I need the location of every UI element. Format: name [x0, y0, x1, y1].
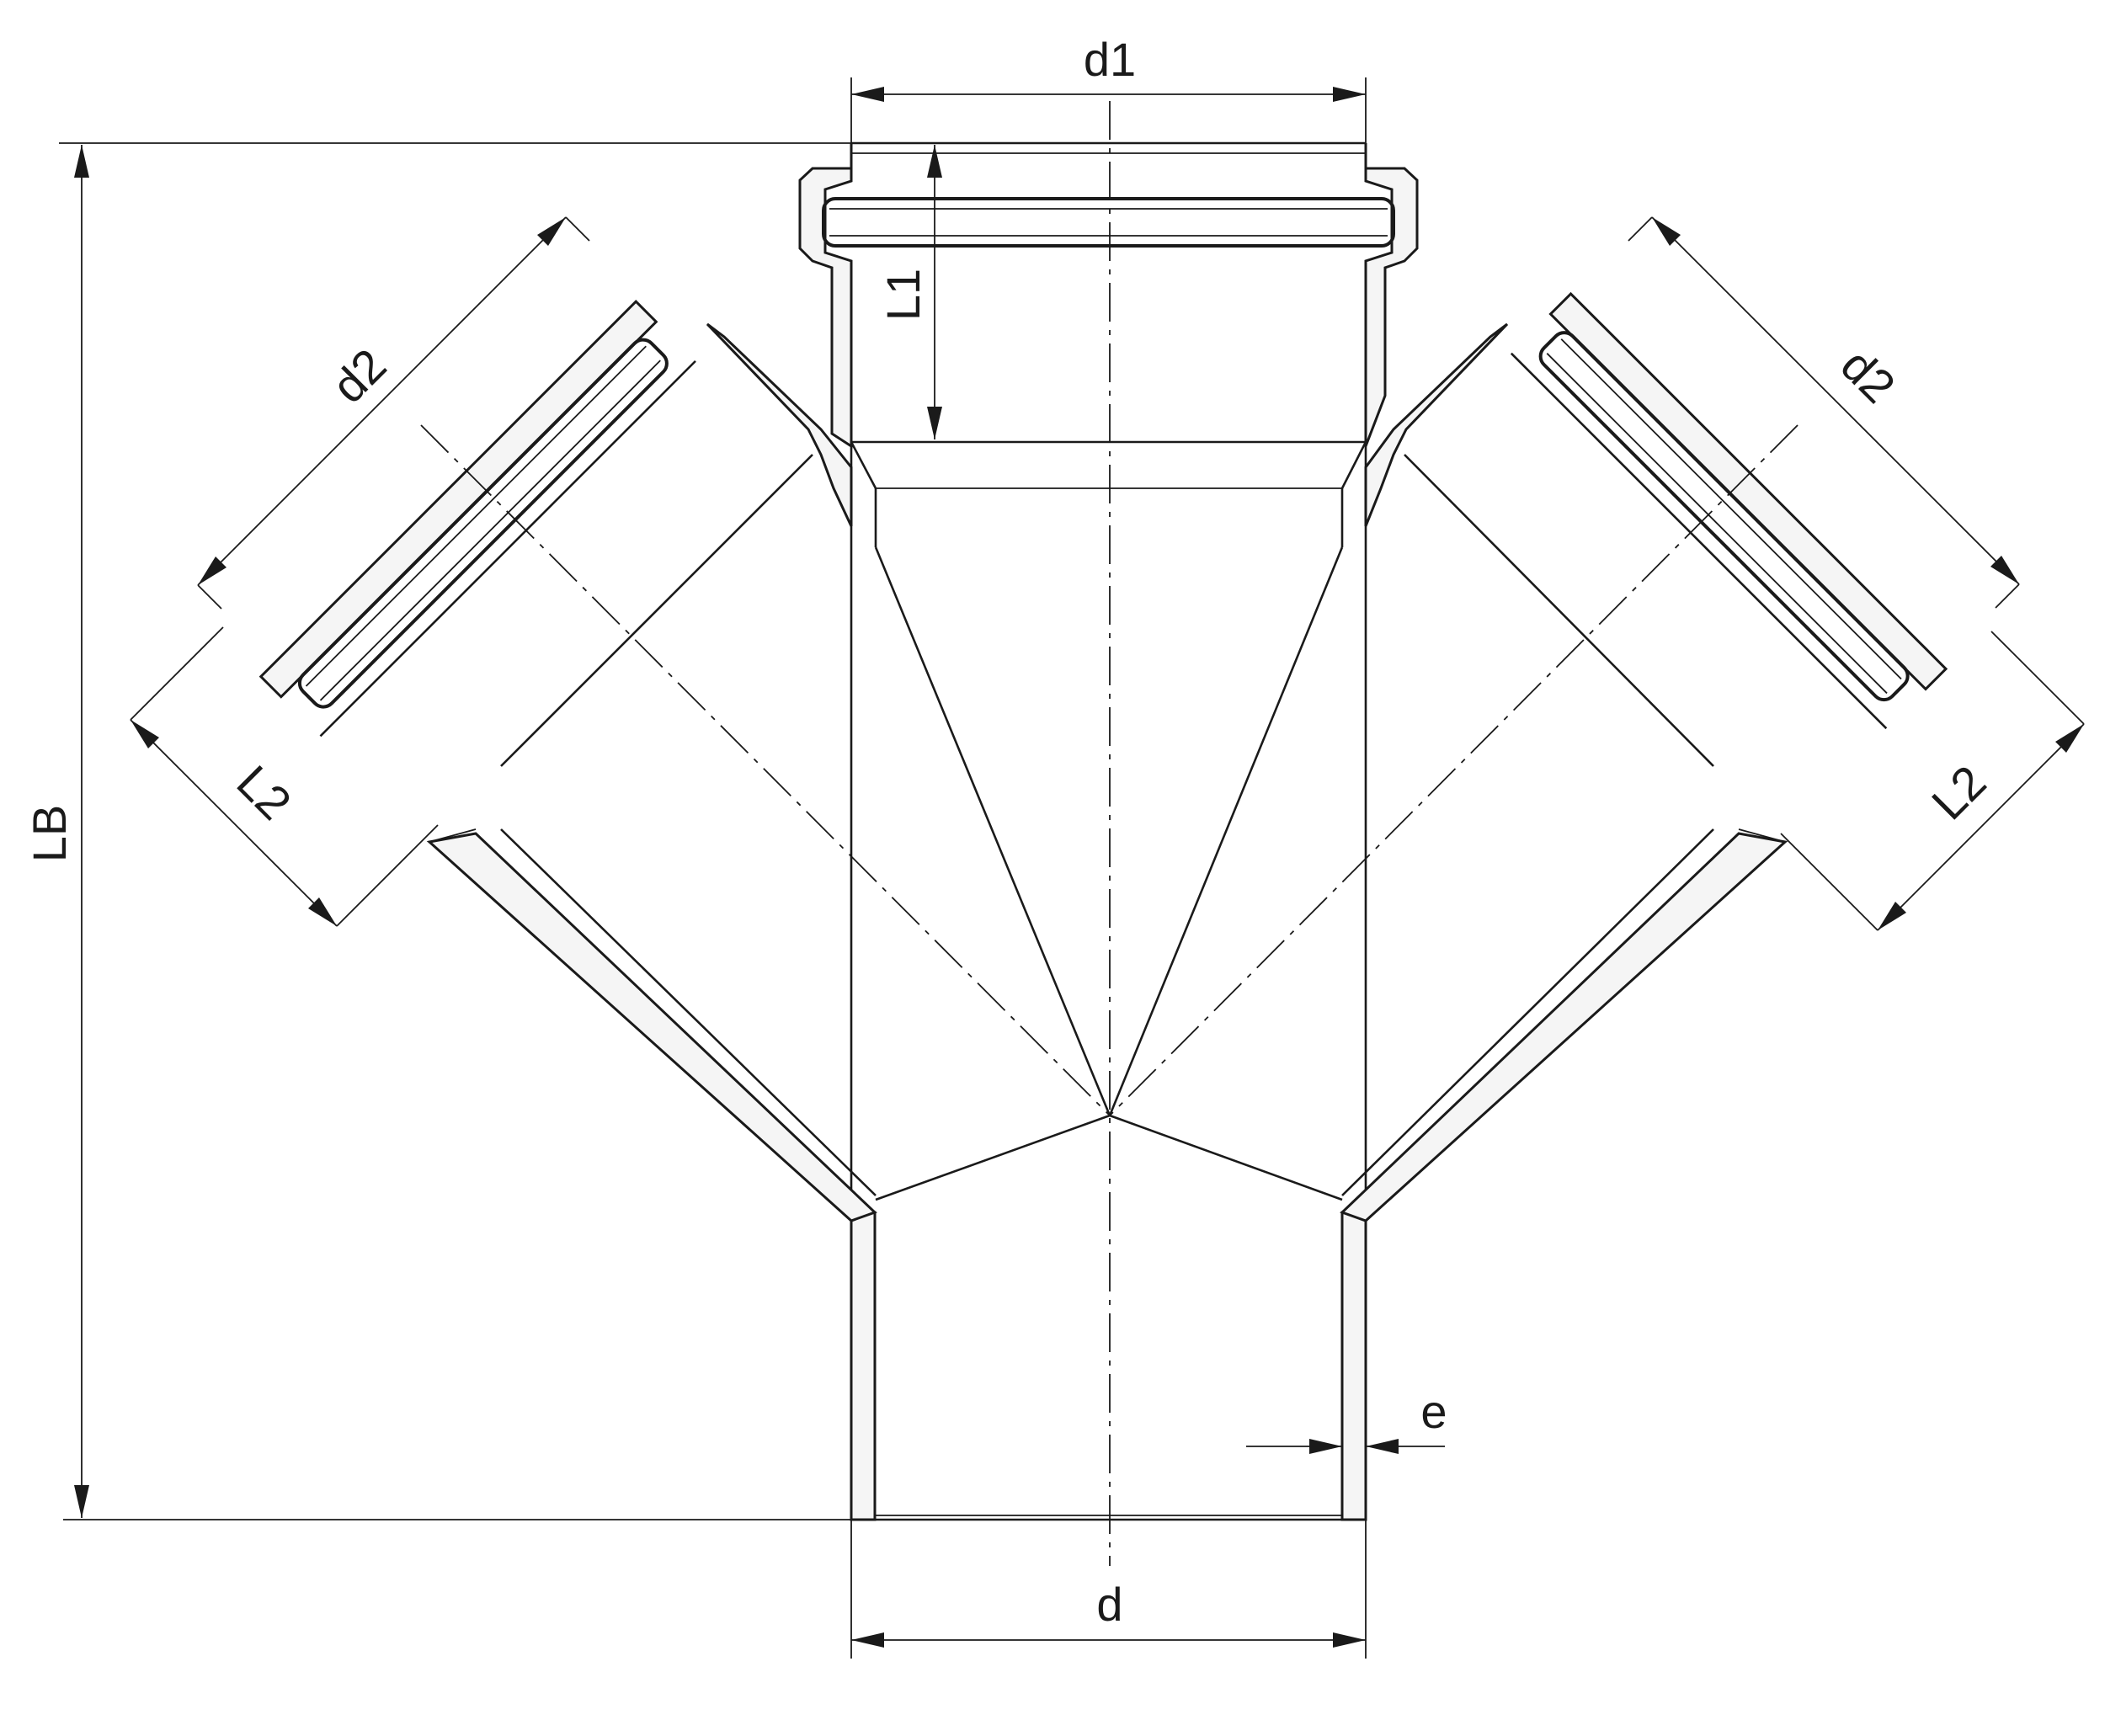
- extension-line: [130, 626, 224, 721]
- dimension-e: e: [1246, 1385, 1447, 1454]
- arrowhead: [537, 217, 566, 246]
- right-branch-upper-wall: [1364, 322, 1509, 527]
- right-socket-inner-line: [1510, 352, 1888, 730]
- top-sealing-ring: [822, 197, 1395, 248]
- dimension-line: [197, 216, 567, 586]
- main-body: [426, 322, 1788, 1222]
- label-d: d: [1096, 1578, 1122, 1631]
- arrowhead: [308, 897, 337, 926]
- arrowhead: [851, 87, 884, 102]
- dimension-L1: L1: [877, 145, 942, 439]
- intersection-line: [1109, 1114, 1343, 1201]
- dimension-line: [1877, 723, 2085, 931]
- arrowhead: [1333, 1632, 1366, 1648]
- right-branch-lower-wall: [1340, 832, 1788, 1222]
- label-d1: d1: [1084, 33, 1136, 86]
- dimension-d: d: [850, 1520, 1367, 1659]
- right-branch-step: [1738, 828, 1786, 843]
- left-branch-step: [429, 828, 477, 843]
- extension-line: [197, 584, 222, 610]
- ring-detail-line: [319, 359, 661, 701]
- left-branch-inner-upper: [500, 454, 813, 767]
- arrowhead: [74, 1485, 89, 1518]
- socket-taper-right: [1340, 441, 1367, 489]
- ring-detail-line: [1546, 353, 1888, 695]
- extension-line: [1628, 216, 1653, 242]
- arrowhead: [198, 556, 226, 585]
- arrowhead: [1333, 87, 1366, 102]
- extension-line: [1780, 833, 1879, 931]
- left-sealing-ring: [297, 338, 669, 709]
- ring-detail-line: [1560, 338, 1902, 680]
- intersection-line: [1108, 546, 1344, 1116]
- ring-detail-line: [305, 345, 647, 687]
- top-socket: [798, 141, 1419, 489]
- intersection-line: [875, 1114, 1111, 1201]
- label-L2-right: L2: [1921, 755, 1996, 830]
- right-branch-inner-upper: [1404, 454, 1714, 767]
- dimension-line: [130, 719, 338, 927]
- extension-line: [1995, 583, 2020, 609]
- dimension-line: [1651, 216, 2020, 585]
- center-lines: [420, 101, 1799, 1566]
- arrowhead: [1309, 1439, 1342, 1454]
- label-L1: L1: [877, 269, 930, 321]
- bottom-left-wall: [850, 1211, 877, 1521]
- socket-taper-left: [850, 441, 877, 489]
- label-d2-left: d2: [322, 338, 397, 413]
- arrowhead: [1652, 217, 1681, 246]
- arrowhead: [927, 407, 942, 439]
- left-branch-socket: [258, 300, 696, 738]
- right-branch-center-line: [1109, 424, 1799, 1116]
- intersection-line: [874, 546, 1111, 1116]
- left-branch-inner-lower: [500, 828, 877, 1196]
- bottom-spigot: [850, 1211, 1367, 1521]
- arrowhead: [1366, 1439, 1399, 1454]
- extension-line: [1990, 631, 2085, 725]
- right-socket-outer-wall: [1548, 291, 1948, 691]
- arrowhead: [851, 1632, 884, 1648]
- arrowhead: [74, 145, 89, 178]
- dimension-d1: d1: [850, 33, 1367, 143]
- label-e: e: [1420, 1385, 1447, 1438]
- left-socket-inner-line: [319, 359, 696, 738]
- top-socket-right-wall: [1364, 143, 1419, 447]
- arrowhead: [927, 145, 942, 178]
- right-branch-socket: [1510, 291, 1948, 730]
- left-branch-center-line: [420, 424, 1111, 1116]
- arrowhead: [1990, 556, 2019, 584]
- left-branch-upper-wall: [706, 322, 853, 527]
- label-LB: LB: [23, 805, 76, 863]
- bottom-right-wall: [1340, 1211, 1367, 1521]
- label-d2-right: d2: [1831, 338, 1905, 413]
- left-socket-outer-wall: [258, 300, 658, 699]
- arrowhead: [131, 720, 159, 748]
- arrowhead: [2055, 724, 2084, 753]
- right-sealing-ring: [1538, 331, 1910, 702]
- arrowhead: [1878, 902, 1906, 930]
- dimension-LB: LB: [23, 142, 851, 1520]
- label-L2-left: L2: [226, 755, 301, 830]
- extension-line: [565, 216, 590, 242]
- extension-line: [336, 824, 439, 927]
- right-branch-inner-lower: [1341, 828, 1714, 1196]
- left-branch-lower-wall: [426, 832, 877, 1222]
- top-socket-left-wall: [798, 143, 853, 449]
